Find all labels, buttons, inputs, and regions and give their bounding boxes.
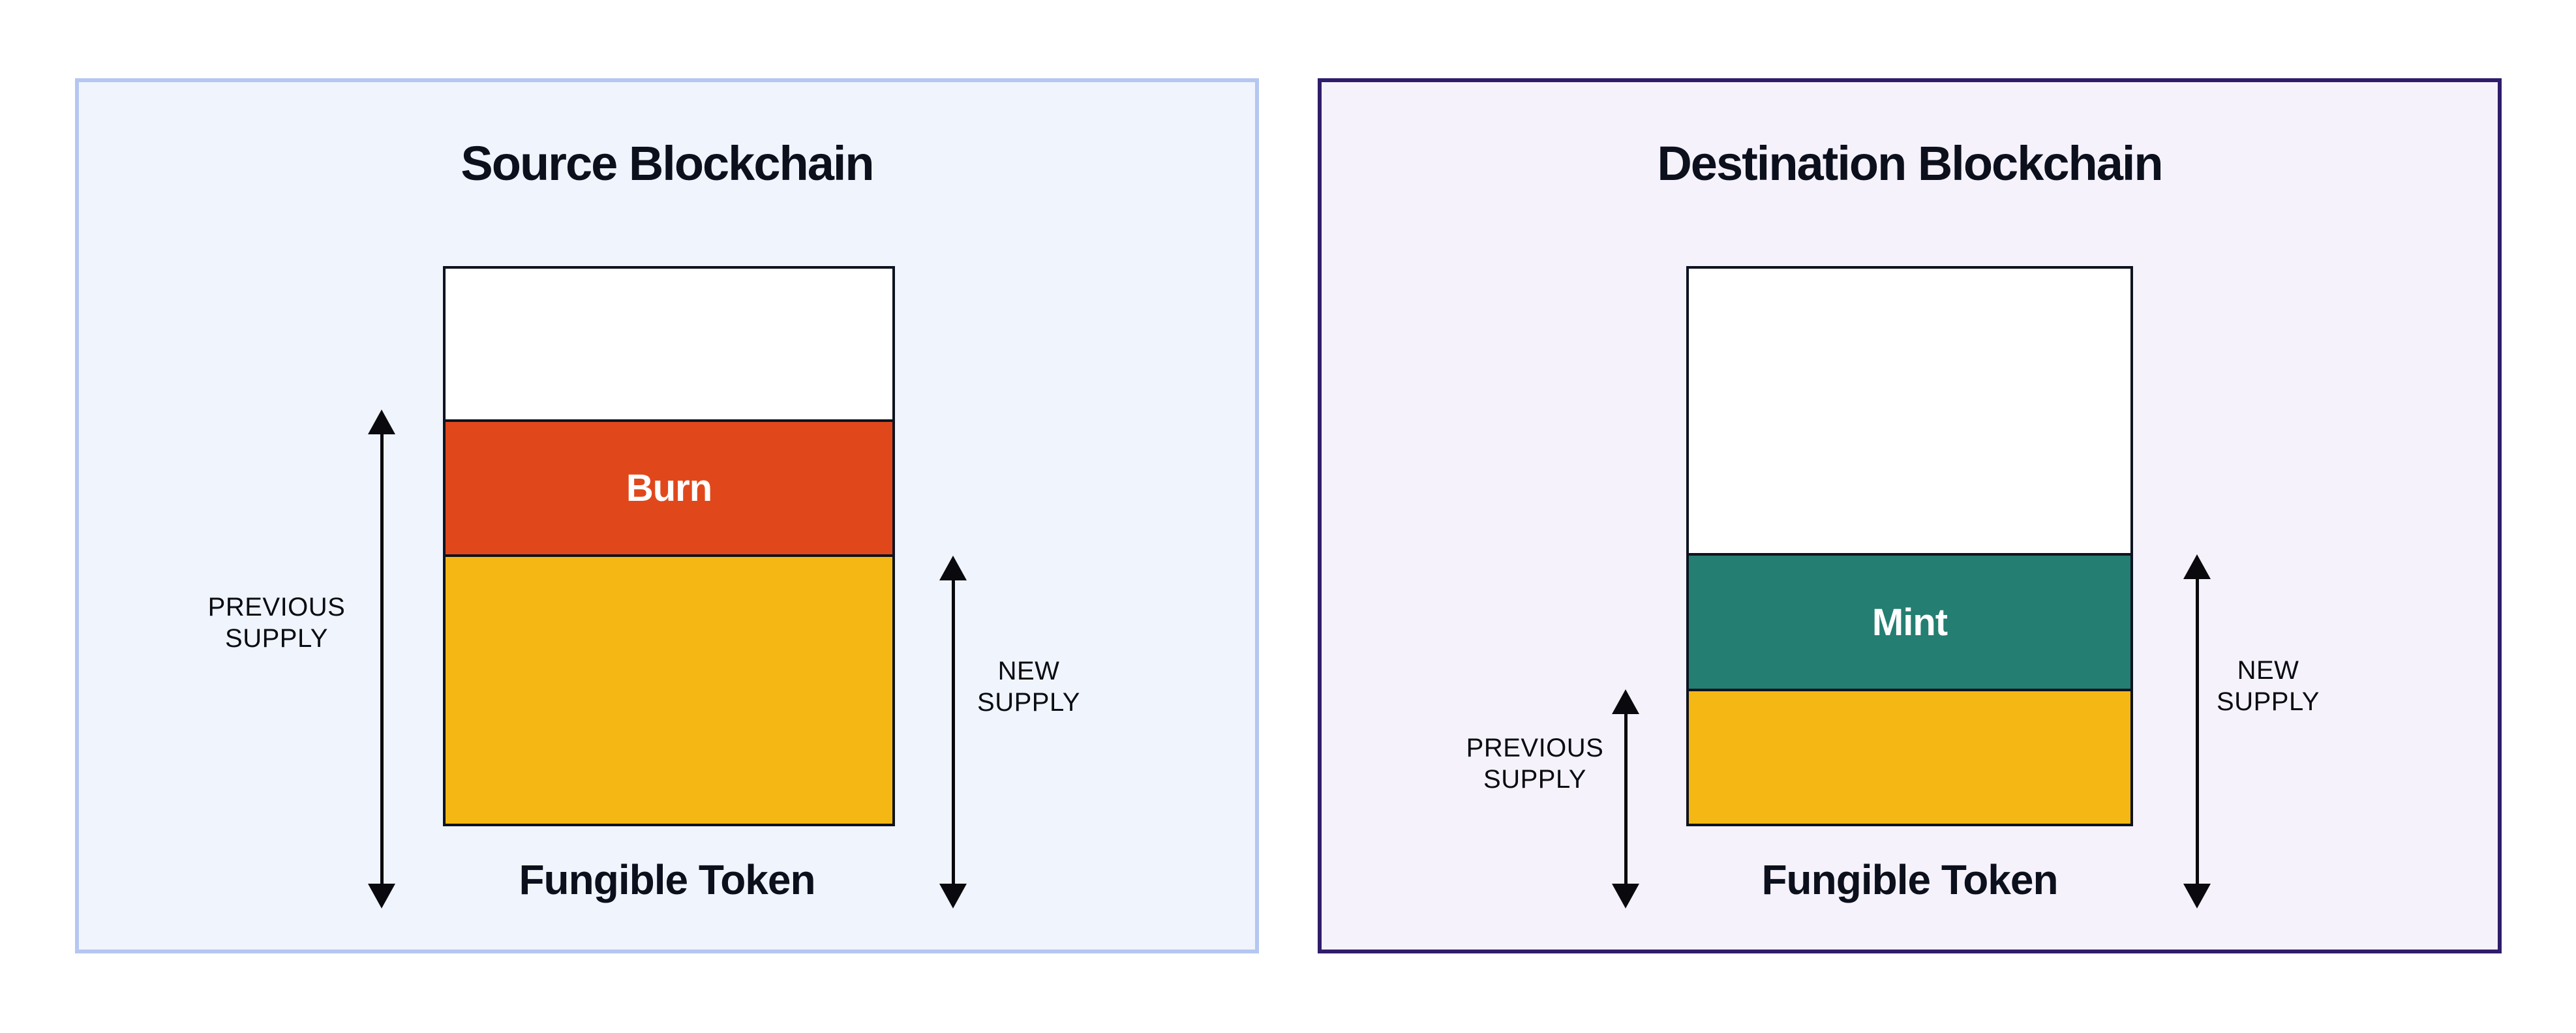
label-line: SUPPLY	[2217, 687, 2320, 716]
arrow-up-head-icon	[368, 410, 395, 434]
label-line: SUPPLY	[977, 688, 1080, 717]
panel-title-source: Source Blockchain	[461, 136, 874, 190]
burn-label: Burn	[626, 467, 712, 509]
arrow-down-head-icon	[939, 884, 967, 908]
previous-supply-arrow	[1612, 689, 1639, 908]
arrow-down-head-icon	[2183, 884, 2211, 908]
mint-label: Mint	[1871, 601, 1948, 644]
arrow-down-head-icon	[1612, 884, 1639, 908]
previous-supply-arrow	[368, 410, 395, 908]
previous-supply-label: PREVIOUS SUPPLY	[1431, 732, 1639, 795]
label-line: SUPPLY	[225, 624, 328, 653]
label-line: PREVIOUS	[1466, 734, 1604, 762]
previous-supply-label: PREVIOUS SUPPLY	[172, 591, 381, 654]
bar-section-previous-supply	[1689, 689, 2130, 824]
label-line: SUPPLY	[1483, 765, 1586, 794]
token-caption-destination: Fungible Token	[1761, 856, 2058, 903]
arrow-up-head-icon	[939, 556, 967, 580]
new-supply-label: NEW SUPPLY	[924, 655, 1133, 718]
new-supply-label: NEW SUPPLY	[2164, 655, 2372, 717]
arrow-up-head-icon	[2183, 554, 2211, 579]
bar-section-headroom	[446, 269, 892, 419]
bar-section-headroom	[1689, 269, 2130, 553]
arrow-up-head-icon	[1612, 689, 1639, 714]
source-blockchain-panel: Source Blockchain Burn PREVIOUS SUPPLY N…	[75, 78, 1259, 953]
new-supply-arrow	[939, 556, 967, 908]
bar-section-burn: Burn	[446, 419, 892, 554]
label-line: PREVIOUS	[207, 593, 346, 621]
new-supply-arrow	[2183, 554, 2211, 908]
arrow-shaft	[2195, 576, 2199, 886]
token-caption-source: Fungible Token	[519, 856, 815, 903]
arrow-shaft	[1624, 711, 1628, 886]
token-supply-bar-source: Burn	[443, 266, 895, 826]
label-line: NEW	[997, 657, 1060, 685]
arrow-down-head-icon	[368, 884, 395, 908]
label-line: NEW	[2237, 656, 2299, 685]
destination-blockchain-panel: Destination Blockchain Mint PREVIOUS SUP…	[1318, 78, 2502, 953]
bar-section-mint: Mint	[1689, 553, 2130, 689]
arrow-shaft	[951, 578, 955, 886]
bar-section-remaining-supply	[446, 554, 892, 824]
panel-title-destination: Destination Blockchain	[1657, 136, 2163, 190]
arrow-shaft	[380, 432, 384, 886]
token-supply-bar-destination: Mint	[1686, 266, 2133, 826]
